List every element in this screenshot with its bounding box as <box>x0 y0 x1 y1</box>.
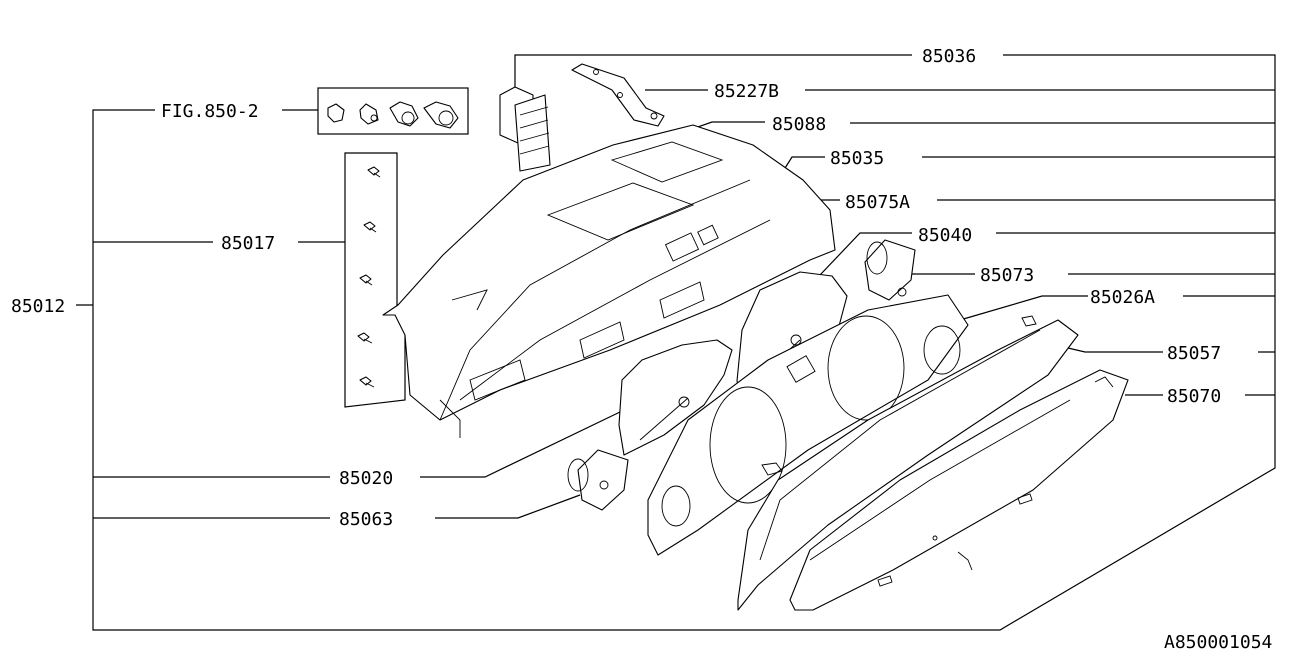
bulb-icon <box>423 101 459 129</box>
label-85035: 85035 <box>830 148 884 169</box>
bulb-icon <box>359 103 379 125</box>
label-85017: 85017 <box>221 233 275 254</box>
glass-lens <box>737 315 1079 611</box>
rear-case <box>382 124 836 438</box>
leader-lines-left <box>93 109 621 519</box>
part-labels: 85036 85227B 85088 85035 85075A 85040 85… <box>11 46 1272 653</box>
bulb-icon <box>327 103 345 123</box>
label-85012: 85012 <box>11 296 65 317</box>
label-85020: 85020 <box>339 468 393 489</box>
screw-icon <box>359 376 375 388</box>
label-85227b: 85227B <box>714 81 779 102</box>
figure-id: A850001054 <box>1164 632 1272 653</box>
screw-icon <box>357 332 373 344</box>
speedometer-gauge <box>618 339 733 456</box>
screw-icon <box>367 166 381 178</box>
small-gauge <box>567 449 629 511</box>
small-gauge <box>864 239 916 301</box>
label-85073: 85073 <box>980 265 1034 286</box>
label-85057: 85057 <box>1167 343 1221 364</box>
bulb-set-box <box>317 87 469 135</box>
label-85070: 85070 <box>1167 386 1221 407</box>
label-85040: 85040 <box>918 225 972 246</box>
label-fig-850-2: FIG.850-2 <box>161 101 259 122</box>
label-85036: 85036 <box>922 46 976 67</box>
connector-block <box>499 86 551 172</box>
label-85075a: 85075A <box>845 192 910 213</box>
screw-icon <box>359 274 373 286</box>
bulb-icon <box>389 101 419 127</box>
frame-lines <box>76 54 1276 631</box>
screw-strip <box>344 152 406 408</box>
bracket-part <box>571 63 665 127</box>
screw-icon <box>363 221 377 233</box>
label-85063: 85063 <box>339 509 393 530</box>
dial-plate <box>647 294 969 556</box>
front-visor <box>789 369 1129 611</box>
label-85026a: 85026A <box>1090 287 1155 308</box>
label-85088: 85088 <box>772 114 826 135</box>
